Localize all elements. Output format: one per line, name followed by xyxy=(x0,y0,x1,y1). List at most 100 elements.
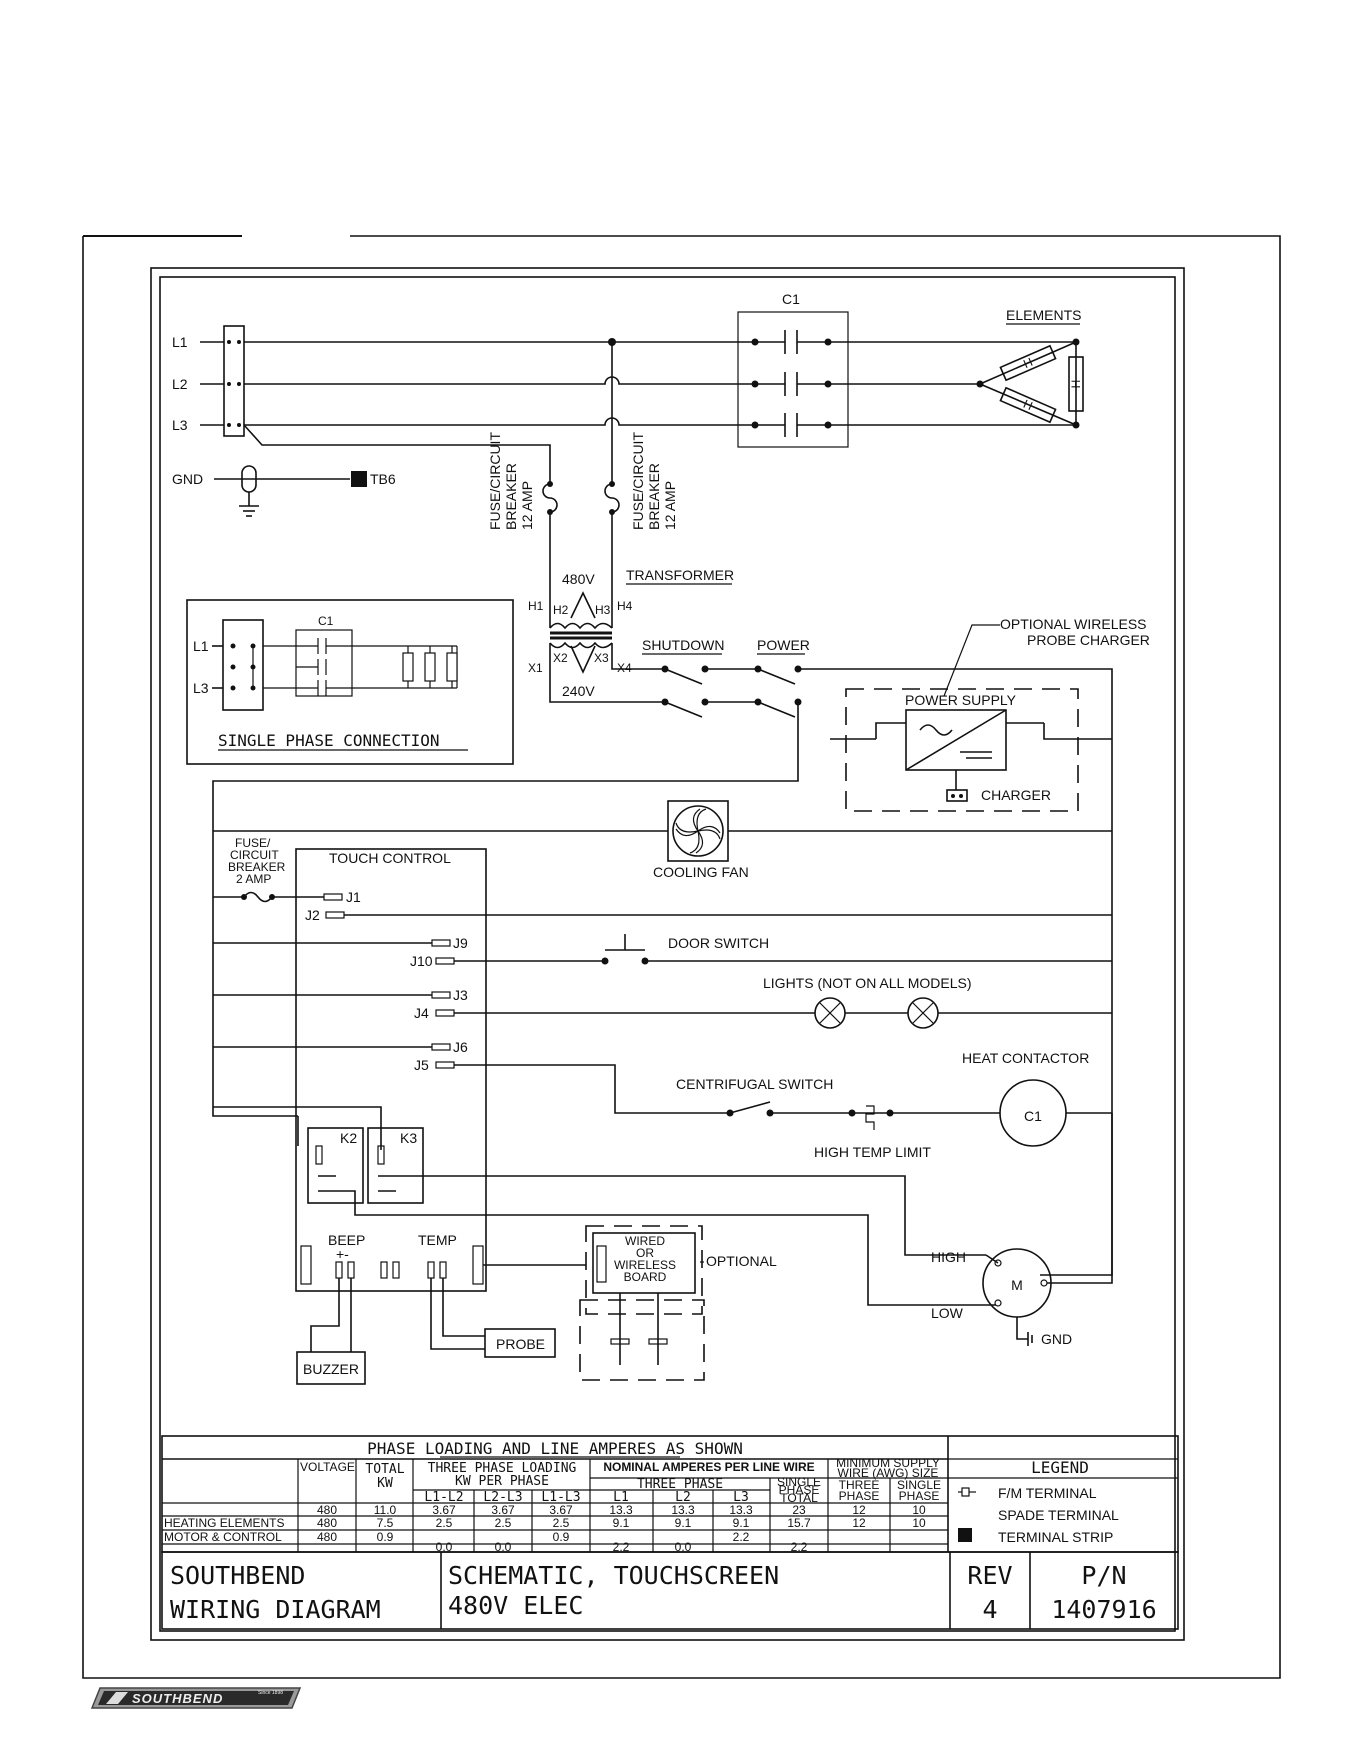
cell-awg: 10 xyxy=(912,1503,926,1517)
high-temp-limit-label: HIGH TEMP LIMIT xyxy=(814,1144,931,1160)
fuse2-label-line2: BREAKER xyxy=(646,463,662,530)
main-power-lines: L1 L2 L3 xyxy=(172,325,755,480)
fuse-small-line3: BREAKER xyxy=(228,860,286,874)
phase-loading-table: PHASE LOADING AND LINE AMPERES AS SHOWN xyxy=(161,1435,1179,1554)
x2-label: X2 xyxy=(553,651,568,665)
fuse2-label-line3: 12 AMP xyxy=(662,481,678,530)
cell-total-kw: 7.5 xyxy=(377,1516,394,1530)
board-label-line2: OR xyxy=(636,1246,654,1260)
cell-total-kw: 0.9 xyxy=(377,1530,394,1544)
cell-amps: 2.2 xyxy=(733,1530,750,1544)
heat-contactor-c1-label: C1 xyxy=(1024,1108,1042,1124)
table-row: 480 7.5 2.5 2.5 2.5 9.1 9.1 9.1 15.7 12 … xyxy=(317,1516,926,1530)
single-phase-total-header-3: TOTAL xyxy=(780,1491,818,1505)
southbend-logo: SOUTHBEND Since 1898 xyxy=(90,1687,302,1709)
wired-wireless-board: WIRED OR WIRELESS BOARD OPTIONAL xyxy=(579,1225,777,1381)
company-name: SOUTHBEND xyxy=(170,1561,305,1590)
cell-single-total: 15.7 xyxy=(787,1516,811,1530)
voltage-header: VOLTAGE xyxy=(300,1460,355,1474)
j6-label: J6 xyxy=(453,1039,468,1055)
terminal-strip-legend-icon xyxy=(958,1528,972,1542)
power-supply-label: POWER SUPPLY xyxy=(905,692,1017,708)
transformer-label: TRANSFORMER xyxy=(626,567,734,583)
cell-single-total: 2.2 xyxy=(791,1540,808,1554)
cell-amps: 2.2 xyxy=(613,1540,630,1554)
amps-l1-header: L1 xyxy=(613,1490,629,1505)
phase-pair-l2-l3: L2-L3 xyxy=(483,1490,522,1505)
beep-polarity-label: +- xyxy=(336,1246,349,1262)
cell-amps: 13.3 xyxy=(729,1503,753,1517)
relays: K2 K3 xyxy=(297,1116,996,1306)
phase-pair-l1-l3: L1-L3 xyxy=(541,1490,580,1505)
probe: PROBE xyxy=(484,1328,556,1358)
temp-label: TEMP xyxy=(418,1232,457,1248)
cell-kw: 3.67 xyxy=(491,1503,515,1517)
power-label: POWER xyxy=(757,637,810,653)
motor-label: M xyxy=(1011,1277,1023,1293)
cell-awg: 12 xyxy=(852,1516,866,1530)
cell-voltage: 480 xyxy=(317,1530,337,1544)
table-row: HEATING ELEMENTS 480 11.0 3.67 3.67 3.67… xyxy=(164,1503,926,1530)
c1-label: C1 xyxy=(782,291,800,307)
tb6-label: TB6 xyxy=(370,471,396,487)
touch-control: FUSE/ CIRCUIT BREAKER 2 AMP TOUCH CONTRO… xyxy=(213,836,1112,1292)
j10-label: J10 xyxy=(410,953,433,969)
cell-voltage: 480 xyxy=(317,1516,337,1530)
shutdown-label: SHUTDOWN xyxy=(642,637,724,653)
fuse-breaker-12a-1: FUSE/CIRCUIT BREAKER 12 AMP xyxy=(487,432,558,592)
cell-kw: 0.0 xyxy=(495,1540,512,1554)
single-phase-l3-label: L3 xyxy=(193,680,209,696)
amps-l3-header: L3 xyxy=(733,1490,749,1505)
cell-amps: 13.3 xyxy=(609,1503,633,1517)
nominal-amps-header: NOMINAL AMPERES PER LINE WIRE xyxy=(603,1460,814,1474)
rev-label: REV xyxy=(967,1561,1012,1590)
x1-label: X1 xyxy=(528,661,543,675)
line-label-l1: L1 xyxy=(172,334,188,350)
transformer: 480V TRANSFORMER H1 H2 H3 H4 X2 X3 X1 X4… xyxy=(528,567,734,703)
single-phase-total-header-2: PHASE xyxy=(779,1483,820,1497)
three-phase-header: THREE PHASE xyxy=(637,1477,723,1492)
total-kw-header-line2: KW xyxy=(377,1476,393,1491)
fuse-breaker-12a-2: FUSE/CIRCUIT BREAKER 12 AMP xyxy=(604,342,678,592)
board-label-line1: WIRED xyxy=(625,1234,665,1248)
charger-label: CHARGER xyxy=(981,787,1051,803)
cell-amps: 13.3 xyxy=(671,1503,695,1517)
line-label-l3: L3 xyxy=(172,417,188,433)
cooling-fan-label: COOLING FAN xyxy=(653,864,749,880)
h2-label: H2 xyxy=(553,603,569,617)
charger-plug-icon xyxy=(946,789,968,802)
terminal-strip-icon xyxy=(351,471,367,487)
rev-value: 4 xyxy=(982,1595,997,1624)
legend-terminal-strip: TERMINAL STRIP xyxy=(998,1529,1113,1545)
single-phase-connection-inset: C1 L1 L3 SINGLE PHASE CONNECTION xyxy=(186,599,514,765)
legend-title: LEGEND xyxy=(1031,1458,1089,1477)
element-symbol: H xyxy=(1069,380,1083,389)
single-phase-title: SINGLE PHASE CONNECTION xyxy=(218,731,440,750)
probe-charger-label: PROBE CHARGER xyxy=(1027,632,1150,648)
optional-label: OPTIONAL xyxy=(706,1253,777,1269)
legend-fm-terminal: F/M TERMINAL xyxy=(998,1485,1097,1501)
total-kw-header-line1: TOTAL xyxy=(365,1462,404,1477)
fm-terminal-icon xyxy=(958,1487,976,1497)
cell-awg: 12 xyxy=(852,1503,866,1517)
fuse-small-line2: CIRCUIT xyxy=(230,848,279,862)
cell-kw: 2.5 xyxy=(436,1516,453,1530)
x3-label: X3 xyxy=(594,651,609,665)
awg-single-header-1: SINGLE xyxy=(897,1478,941,1492)
single-phase-l1-label: L1 xyxy=(193,638,209,654)
awg-three-header-1: THREE xyxy=(839,1478,880,1492)
pn-label: P/N xyxy=(1081,1561,1126,1590)
elements-label: ELEMENTS xyxy=(1006,307,1081,323)
table-title: PHASE LOADING AND LINE AMPERES AS SHOWN xyxy=(367,1439,743,1458)
probe-label: PROBE xyxy=(496,1336,545,1352)
cell-kw: 0.0 xyxy=(436,1540,453,1554)
high-label: HIGH xyxy=(931,1249,966,1265)
three-phase-loading-header: THREE PHASE LOADING xyxy=(428,1461,577,1476)
row-label: HEATING ELEMENTS xyxy=(164,1516,284,1530)
logo-text: SOUTHBEND xyxy=(132,1691,223,1706)
cooling-fan: COOLING FAN xyxy=(213,800,1112,880)
cell-total-kw: 11.0 xyxy=(374,1503,397,1517)
single-phase-total-header-1: SINGLE xyxy=(777,1475,821,1489)
cell-voltage: 480 xyxy=(317,1503,337,1517)
